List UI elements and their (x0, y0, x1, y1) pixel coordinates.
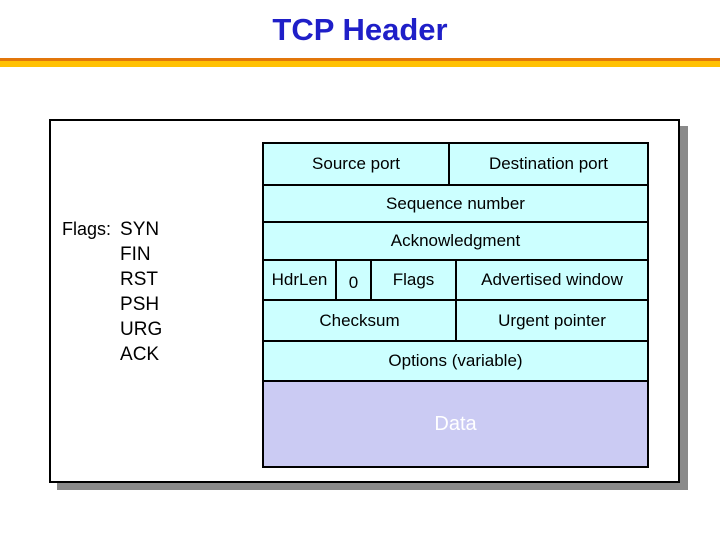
title-divider-gold-line (0, 61, 720, 67)
tcp-header-field-table: Source port Destination port Sequence nu… (262, 142, 649, 468)
flags-legend: Flags: SYN FIN RST PSH URG ACK (62, 217, 162, 367)
field-flags: Flags (370, 259, 457, 301)
field-hdrlen: HdrLen (262, 259, 337, 301)
field-sequence-number: Sequence number (262, 184, 649, 223)
table-row-acknowledgment: Acknowledgment (262, 221, 649, 261)
table-row-hdrlen-flags-window: HdrLen 0 Flags Advertised window (262, 259, 649, 301)
flag-item-ack: ACK (120, 344, 160, 365)
flag-item-fin: FIN (120, 244, 151, 265)
table-row-data: Data (262, 380, 649, 468)
field-urgent-pointer: Urgent pointer (455, 299, 649, 342)
flags-legend-label: Flags: (62, 219, 112, 239)
field-options: Options (variable) (262, 340, 649, 382)
flag-item-psh: PSH (120, 294, 160, 315)
flags-list: SYN FIN RST PSH URG ACK (120, 217, 162, 367)
field-data: Data (262, 380, 649, 468)
flag-item-urg: URG (120, 319, 163, 340)
flag-item-rst: RST (120, 269, 159, 290)
field-reserved-zero: 0 (335, 259, 372, 301)
table-row-ports: Source port Destination port (262, 142, 649, 186)
title-divider-dark-line (0, 58, 720, 61)
field-destination-port: Destination port (448, 142, 649, 186)
field-checksum: Checksum (262, 299, 457, 342)
table-row-sequence: Sequence number (262, 184, 649, 223)
title-divider-rule (0, 58, 720, 67)
page-title: TCP Header (272, 12, 448, 47)
table-row-options: Options (variable) (262, 340, 649, 382)
field-advertised-window: Advertised window (455, 259, 649, 301)
field-source-port: Source port (262, 142, 450, 186)
field-acknowledgment: Acknowledgment (262, 221, 649, 261)
flag-item-syn: SYN (120, 219, 160, 240)
table-row-checksum-urgent: Checksum Urgent pointer (262, 299, 649, 342)
